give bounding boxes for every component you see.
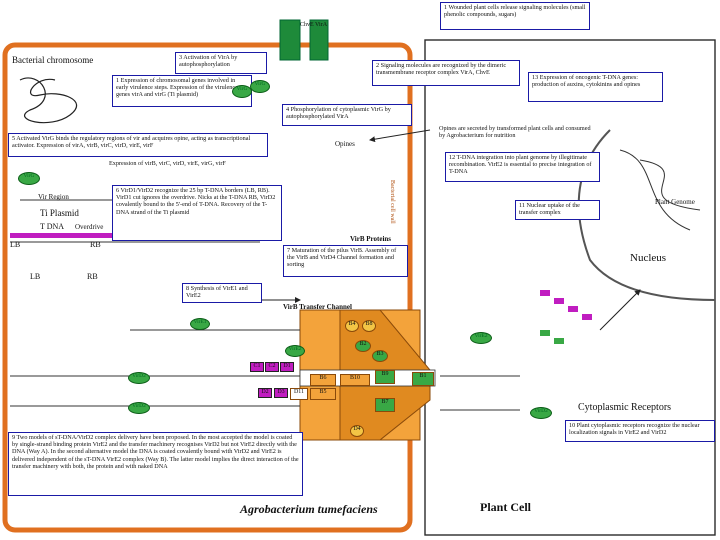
bacterial-chromosome-drawing [19, 77, 78, 124]
virG-protein-1: VirG [250, 80, 270, 93]
cytoplasmic-receptors-label: Cytoplasmic Receptors [578, 402, 672, 413]
step-2-text: 2 Signaling molecules are recognized by … [376, 62, 507, 77]
step-2-box: 2 Signaling molecules are recognized by … [372, 60, 520, 86]
step-5-box: 5 Activated VirG binds the regulatory re… [8, 133, 268, 157]
agrobacterium-label: Agrobacterium tumefaciens [240, 502, 378, 516]
import-marker-5 [540, 330, 550, 336]
import-marker-4 [582, 314, 592, 320]
virb3-part: B3 [372, 350, 388, 362]
virb5-part: B5 [310, 388, 336, 400]
step-7-text: 7 Maturation of the pilus VirB. Assembly… [287, 247, 397, 269]
virA-receptor-shape [279, 19, 301, 61]
step-5-text: 5 Activated VirG binds the regulatory re… [12, 135, 251, 150]
step-10-box: 10 Plant cytoplasmic receptors recognize… [565, 420, 715, 442]
vire1-protein: VirE1 [190, 318, 210, 330]
virD4-part: D4 [350, 425, 364, 437]
virb-proteins-label: VirB Proteins [350, 235, 392, 243]
step-1b-box: 1 Expression of chromosomal genes involv… [112, 75, 252, 107]
step-4-box: 4 Phosphorylation of cytoplasmic VirG by… [282, 104, 412, 126]
step-3-box: 3 Activation of VirA by autophosphorylat… [175, 52, 267, 74]
virD2-protein-2: VirD2 [128, 402, 150, 414]
plant-cell-outline [424, 39, 716, 536]
virE2-protein-plant: VirE2 [470, 332, 492, 344]
virD2-rect: D2 [258, 388, 272, 398]
step-14-text: Opines are secreted by transformed plant… [439, 125, 591, 140]
step-6-box: 6 VirD1/VirD2 recognize the 25 bp T-DNA … [112, 185, 282, 241]
virb7-part: B7 [375, 398, 395, 412]
import-marker-1 [540, 290, 550, 296]
virG-protein-3: VirG [18, 172, 40, 185]
import-marker-2 [554, 298, 564, 304]
step-1-text: 1 Wounded plant cells release signaling … [444, 4, 586, 19]
vir-region-label: Vir Region [38, 193, 69, 201]
step-4-text: 4 Phosphorylation of cytoplasmic VirG by… [286, 106, 391, 121]
step-8-text: 8 Synthesis of VirE1 and VirE2 [186, 285, 248, 300]
overdrive-label: Overdrive [75, 223, 104, 231]
virb4-part: B4 [345, 320, 359, 332]
virb10-part: B10 [340, 374, 370, 386]
virD1-rect: D1 [280, 362, 294, 372]
cell-wall-label: Bacterial cell wall [389, 180, 395, 224]
virD2-protein-plant: VirD2 [530, 407, 552, 419]
virD2-protein-1: VirD2 [128, 372, 150, 384]
lb-label: LB [10, 240, 21, 249]
virD11-part: D11 [290, 388, 308, 400]
opines-label: Opines [335, 140, 355, 148]
plant-genome-label: Plant Genome [655, 198, 695, 206]
bacterium-outline [2, 42, 413, 533]
plant-cell-label: Plant Cell [480, 500, 531, 514]
virb-channel-label: VirB Transfer Channel [283, 303, 352, 311]
rb-label: RB [90, 240, 101, 249]
nucleus-label: Nucleus [630, 252, 667, 264]
virE2-protein-chan: VirE2 [285, 345, 305, 357]
rb2-label: RB [87, 272, 98, 281]
step-10-text: 10 Plant cytoplasmic receptors recognize… [569, 422, 700, 437]
step-8-box: 8 Synthesis of VirE1 and VirE2 [182, 283, 262, 303]
ti-plasmid-label: Ti Plasmid [40, 208, 79, 218]
t-dna-bar [10, 233, 130, 238]
step-1-box: 1 Wounded plant cells release signaling … [440, 2, 590, 30]
bacterial-chromosome-label: Bacterial chromosome [12, 55, 94, 65]
step-12-text: 12 T-DNA integration into plant genome b… [449, 154, 592, 176]
virb9-part: B9 [375, 370, 395, 384]
step-3-text: 3 Activation of VirA by autophosphorylat… [179, 54, 238, 69]
step-14-box: Opines are secreted by transformed plant… [435, 123, 595, 143]
virb8-part: B8 [362, 320, 376, 332]
import-marker-6 [554, 338, 564, 344]
step-9-text: 9 Two models of sT-DNA/VirD2 complex del… [12, 434, 299, 470]
step-12-box: 12 T-DNA integration into plant genome b… [445, 152, 600, 182]
step-7-box: 7 Maturation of the pilus VirB. Assembly… [283, 245, 408, 277]
step-11-text: 11 Nuclear uptake of the transfer comple… [519, 202, 580, 217]
plant-genome-dna [619, 149, 701, 231]
chvE-receptor-shape [309, 19, 329, 61]
step-13-text: 13 Expression of oncogenic T-DNA genes: … [532, 74, 641, 89]
step-11-box: 11 Nuclear uptake of the transfer comple… [515, 200, 600, 220]
import-marker-3 [568, 306, 578, 312]
virb1-part: B1 [412, 372, 434, 386]
virG-protein-2: VirG [232, 85, 252, 98]
virD3-rect: D3 [274, 388, 288, 398]
arrow-opines [369, 129, 431, 143]
arrow-nucleus-import [599, 289, 641, 331]
step-9-box: 9 Two models of sT-DNA/VirD2 complex del… [8, 432, 303, 496]
virb6-part: B6 [310, 374, 336, 386]
virb2-part: B2 [355, 340, 371, 352]
step-5b-text: Expression of virB, virC, virD, virE, vi… [109, 160, 226, 167]
chvE-virA-label: ChvE VirA [300, 22, 328, 28]
step-5b-box: Expression of virB, virC, virD, virE, vi… [105, 158, 295, 170]
nuclear-import-cluster [540, 290, 600, 360]
virC2-rect: C2 [265, 362, 279, 372]
step-1b-text: 1 Expression of chromosomal genes involv… [116, 77, 238, 99]
lb2-label: LB [30, 272, 41, 281]
step-13-box: 13 Expression of oncogenic T-DNA genes: … [528, 72, 663, 102]
virC1-rect: C1 [250, 362, 264, 372]
step-6-text: 6 VirD1/VirD2 recognize the 25 bp T-DNA … [116, 187, 276, 216]
t-dna-label: T DNA [40, 222, 65, 231]
